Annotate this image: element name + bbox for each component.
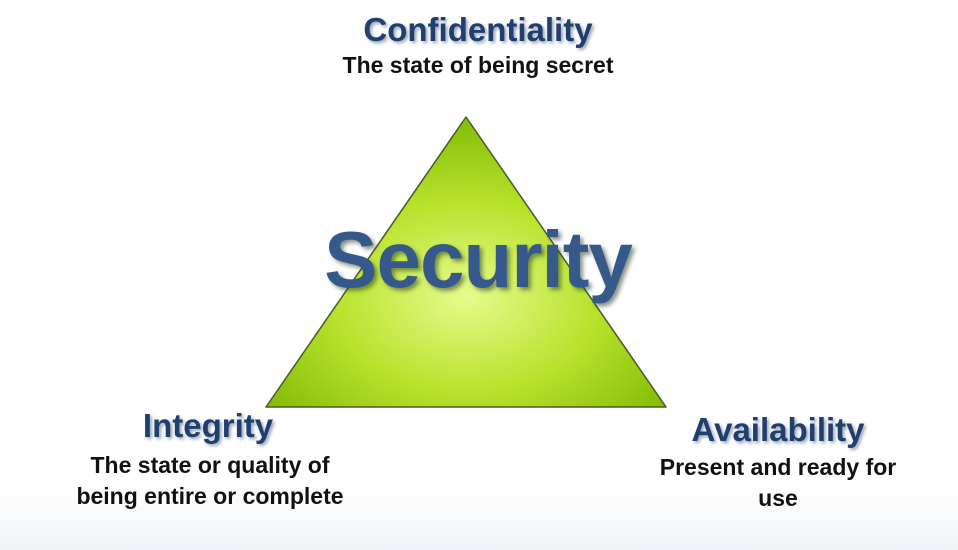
availability-description: Present and ready for use	[659, 454, 897, 511]
confidentiality-description: The state of being secret	[342, 52, 614, 78]
availability-title: Availability	[691, 411, 865, 448]
confidentiality-title: Confidentiality	[363, 11, 593, 48]
integrity-title: Integrity	[142, 407, 274, 444]
integrity-description: The state or quality of being entire or …	[76, 452, 344, 509]
security-center-label: Security	[324, 215, 633, 304]
security-triangle	[265, 116, 667, 408]
